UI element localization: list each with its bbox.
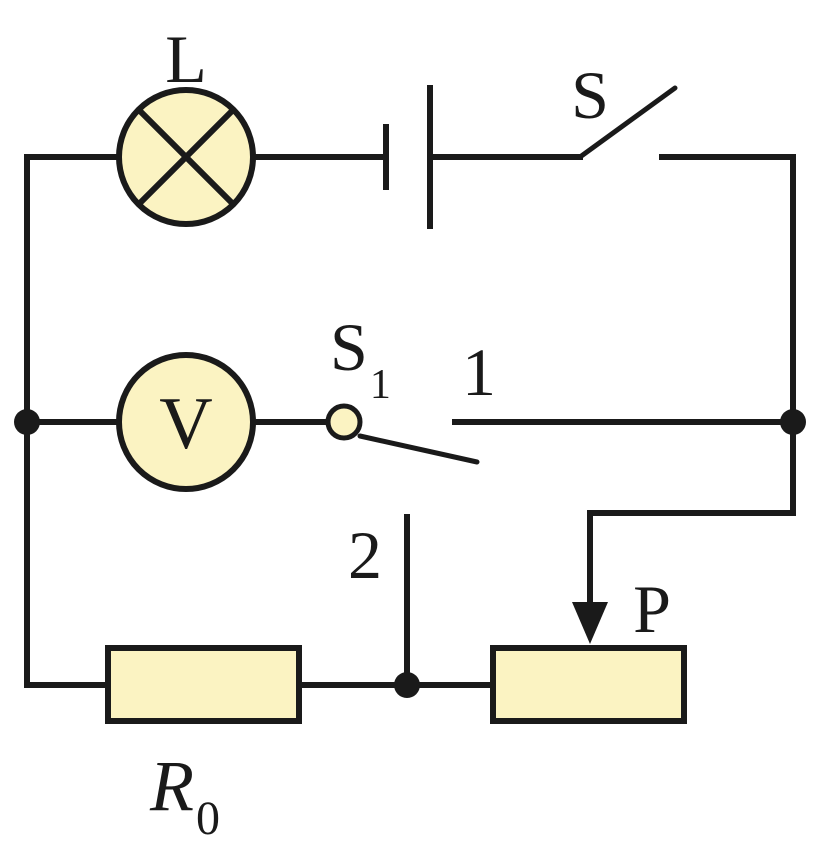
slider-label: P xyxy=(633,571,671,647)
battery xyxy=(383,85,433,229)
junction-right xyxy=(780,409,806,435)
contact-2-label: 2 xyxy=(348,517,382,593)
selector-switch-label: S1 xyxy=(330,309,391,408)
voltmeter xyxy=(116,352,256,492)
slider-arrow[interactable] xyxy=(572,602,608,644)
contact-1-label: 1 xyxy=(462,334,496,410)
junction-left xyxy=(14,409,40,435)
slider-feed-wires xyxy=(587,419,796,615)
junction-bottom xyxy=(394,672,420,698)
lamp xyxy=(116,87,256,227)
rheostat xyxy=(490,645,687,724)
resistor-r0 xyxy=(105,645,302,724)
resistor-r0-label: R0 xyxy=(149,746,220,845)
selector-switch[interactable] xyxy=(325,403,480,465)
main-switch[interactable] xyxy=(577,85,678,160)
lamp-label: L xyxy=(165,21,207,97)
voltmeter-label: V xyxy=(159,383,212,465)
main-switch-label: S xyxy=(571,57,609,133)
